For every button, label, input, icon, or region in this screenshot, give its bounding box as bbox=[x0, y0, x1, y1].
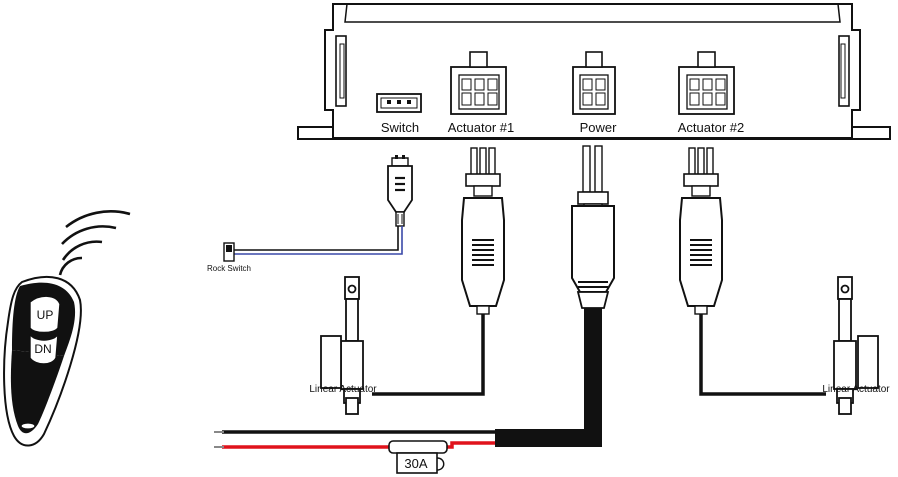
linear-actuator-2-label: Linear Actuator bbox=[822, 384, 890, 395]
actuator2-cable bbox=[699, 314, 826, 396]
fuse-holder bbox=[388, 440, 448, 474]
signal-waves-icon bbox=[58, 210, 131, 276]
rock-switch bbox=[223, 242, 235, 262]
remote-down-label: DN bbox=[34, 342, 51, 356]
switch-wire bbox=[232, 226, 403, 255]
power-cable-connector bbox=[571, 145, 615, 309]
linear-actuator-2 bbox=[833, 276, 879, 415]
remote-down-button[interactable] bbox=[29, 333, 59, 365]
fuse-label: 30A bbox=[404, 456, 427, 471]
remote-led bbox=[20, 422, 36, 430]
actuator2-port bbox=[678, 51, 735, 115]
linear-actuator-1 bbox=[320, 276, 364, 415]
switch-connector bbox=[387, 155, 413, 227]
power-leads bbox=[214, 430, 495, 449]
port-label-actuator1: Actuator #1 bbox=[448, 120, 515, 135]
power-port bbox=[572, 51, 616, 115]
port-label-actuator2: Actuator #2 bbox=[678, 120, 745, 135]
actuator1-port bbox=[450, 51, 507, 115]
remote-up-label: UP bbox=[37, 308, 54, 322]
rock-switch-label: Rock Switch bbox=[207, 264, 251, 273]
remote-up-button[interactable] bbox=[29, 295, 61, 334]
port-label-switch: Switch bbox=[381, 120, 419, 135]
actuator2-cable-connector bbox=[679, 147, 723, 315]
actuator1-cable bbox=[372, 314, 485, 396]
linear-actuator-1-label: Linear Actuator bbox=[309, 384, 377, 395]
remote-control bbox=[3, 275, 82, 447]
power-cable bbox=[495, 308, 602, 447]
switch-port bbox=[376, 93, 422, 113]
actuator1-cable-connector bbox=[461, 147, 505, 315]
port-label-power: Power bbox=[580, 120, 618, 135]
